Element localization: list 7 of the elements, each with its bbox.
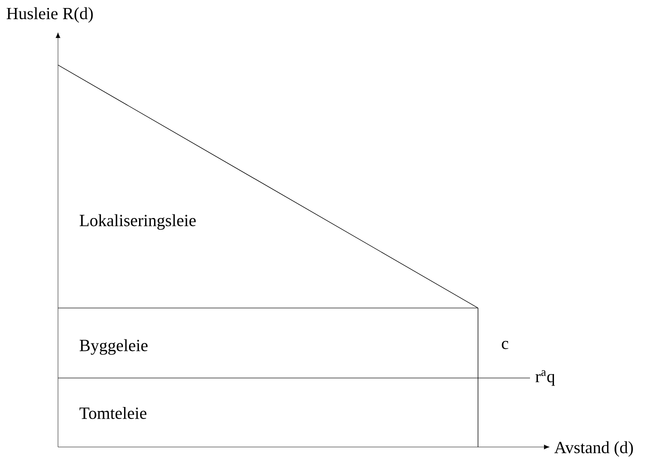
curve-label: c [502, 340, 508, 350]
axis-label: Avstand (d) [554, 441, 633, 457]
area-label: Lokaliseringsleie [80, 214, 196, 230]
curve-label: r$^{a}$q [536, 370, 555, 386]
area-label: Tomteleie [80, 407, 146, 419]
area-label: Byggeleie [80, 339, 148, 355]
axis-label: Husleie R(d) [6, 7, 93, 23]
